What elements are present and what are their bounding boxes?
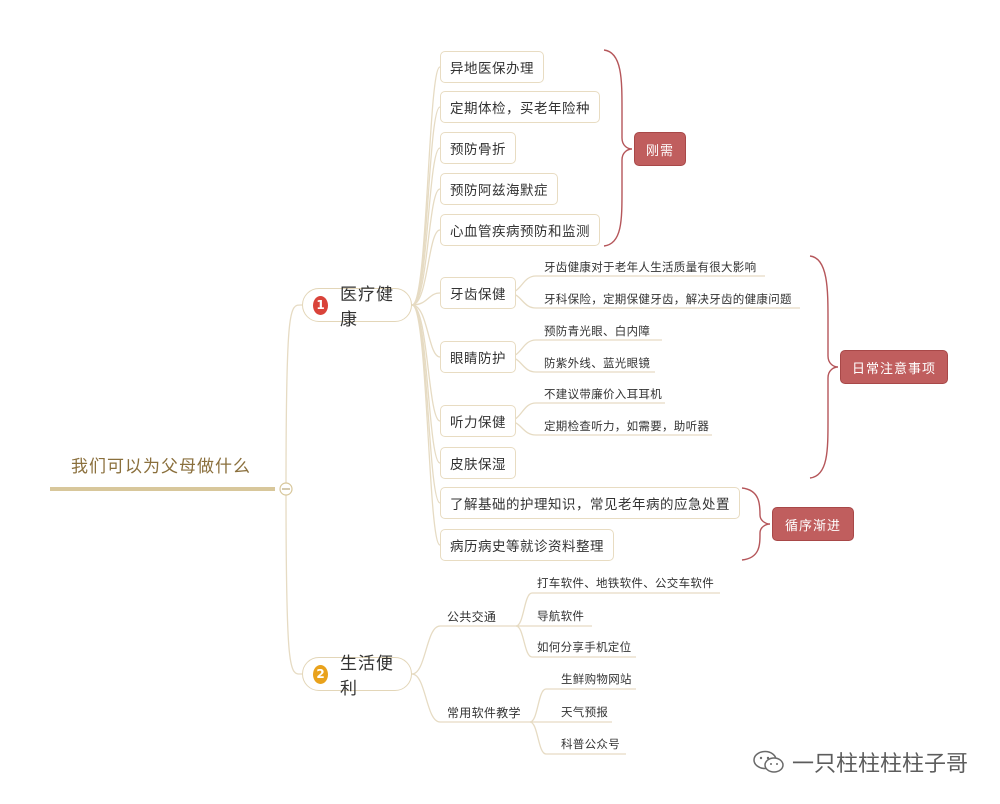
summary-tag-daily[interactable]: 日常注意事项 xyxy=(840,350,948,384)
number-badge: 1 xyxy=(313,295,329,315)
topic-node[interactable]: 病历病史等就诊资料整理 xyxy=(440,529,614,561)
topic-node[interactable]: 预防阿兹海默症 xyxy=(440,173,558,205)
detail-text: 牙齿健康对于老年人生活质量有很大影响 xyxy=(544,260,757,274)
wechat-icon xyxy=(753,750,784,773)
summary-tag-rigid[interactable]: 刚需 xyxy=(634,132,686,166)
topic-node[interactable]: 眼睛防护 xyxy=(440,341,516,373)
topic-node[interactable]: 了解基础的护理知识，常见老年病的应急处置 xyxy=(440,487,740,519)
number-badge: 2 xyxy=(313,664,329,684)
category-medical[interactable]: 1 医疗健康 xyxy=(302,285,412,330)
topic-node[interactable]: 异地医保办理 xyxy=(440,51,544,83)
detail-text: 如何分享手机定位 xyxy=(537,640,632,654)
detail-text: 生鲜购物网站 xyxy=(561,672,632,686)
watermark: 一只柱柱柱柱子哥 xyxy=(752,746,968,778)
detail-text: 导航软件 xyxy=(537,609,585,623)
detail-text: 防紫外线、蓝光眼镜 xyxy=(544,356,651,370)
topic-node[interactable]: 皮肤保湿 xyxy=(440,447,516,479)
topic-node[interactable]: 定期体检，买老年险种 xyxy=(440,91,600,123)
topic-node[interactable]: 预防骨折 xyxy=(440,132,516,164)
subtopic-label[interactable]: 公共交通 xyxy=(447,610,497,624)
detail-text: 天气预报 xyxy=(561,705,609,719)
detail-text: 预防青光眼、白内障 xyxy=(544,324,651,338)
topic-node[interactable]: 心血管疾病预防和监测 xyxy=(440,214,600,246)
category-label: 生活便利 xyxy=(340,654,395,699)
detail-text: 牙科保险，定期保健牙齿，解决牙齿的健康问题 xyxy=(544,292,792,306)
subtopic-label[interactable]: 常用软件教学 xyxy=(447,706,521,720)
summary-tag-gradual[interactable]: 循序渐进 xyxy=(772,507,854,541)
detail-text: 打车软件、地铁软件、公交车软件 xyxy=(537,576,714,590)
watermark-text: 一只柱柱柱柱子哥 xyxy=(791,752,968,777)
topic-node[interactable]: 牙齿保健 xyxy=(440,277,516,309)
category-life[interactable]: 2 生活便利 xyxy=(302,654,412,699)
category-label: 医疗健康 xyxy=(340,285,395,330)
detail-text: 不建议带廉价入耳耳机 xyxy=(544,387,662,401)
topic-node[interactable]: 听力保健 xyxy=(440,405,516,437)
root-topic: 我们可以为父母做什么 xyxy=(71,457,251,477)
detail-text: 定期检查听力，如需要，助听器 xyxy=(544,419,710,433)
detail-text: 科普公众号 xyxy=(561,737,620,751)
